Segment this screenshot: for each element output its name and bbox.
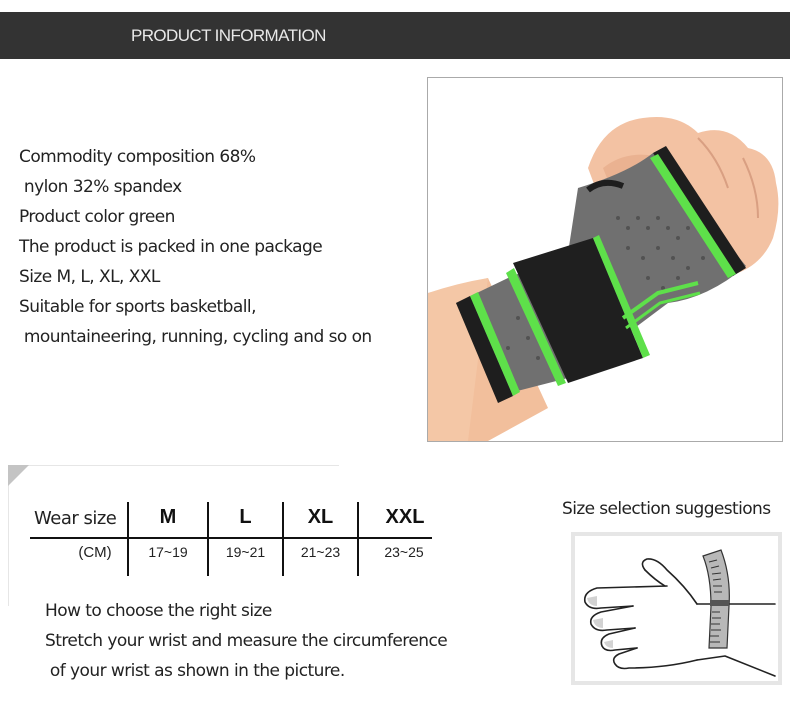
info-line: The product is packed in one package [19,237,323,257]
range-xxl: 23~25 [384,544,424,560]
header-size-xl: XL [307,506,334,528]
range-l: 19~21 [225,544,266,560]
size-chart-frame [8,465,339,606]
info-line: Size M, L, XL, XXL [19,267,160,287]
header-size-xxl: XXL [385,506,425,528]
range-m: 17~19 [148,544,188,560]
howto-line: How to choose the right size [45,601,272,621]
hand-measuring-tape-icon [583,549,776,677]
wrist-brace-photo-icon [428,117,779,441]
table-divider [30,537,432,539]
header-wear-size: Wear size [34,508,117,529]
info-line: mountaineering, running, cycling and so … [19,327,372,347]
corner-triangle-icon [8,465,29,486]
size-suggestion-title: Size selection suggestions [562,499,771,519]
range-xl: 21~23 [300,544,341,560]
unit-label: (CM) [78,544,112,561]
header-banner: PRODUCT INFORMATION [0,12,790,59]
info-line: nylon 32% spandex [19,177,182,197]
info-line: Commodity composition 68% [19,147,256,167]
product-info-list: Commodity composition 68% nylon 32% span… [19,142,372,352]
product-image [427,77,783,442]
info-line: Suitable for sports basketball, [19,297,256,317]
column-divider [127,502,129,576]
header-size-m: M [159,506,177,528]
size-table: Wear size M L XL XXL (CM) 17~19 19~21 21… [30,500,432,578]
banner-title: PRODUCT INFORMATION [131,26,326,45]
info-line: Product color green [19,207,175,227]
header-size-l: L [239,506,252,528]
how-to-measure-text: How to choose the right size Stretch you… [45,596,448,686]
howto-line: Stretch your wrist and measure the circu… [45,631,448,651]
column-divider [207,502,209,576]
howto-line: of your wrist as shown in the picture. [45,661,345,681]
hand-measure-illustration [571,532,782,685]
column-divider [357,502,359,576]
column-divider [282,502,284,576]
